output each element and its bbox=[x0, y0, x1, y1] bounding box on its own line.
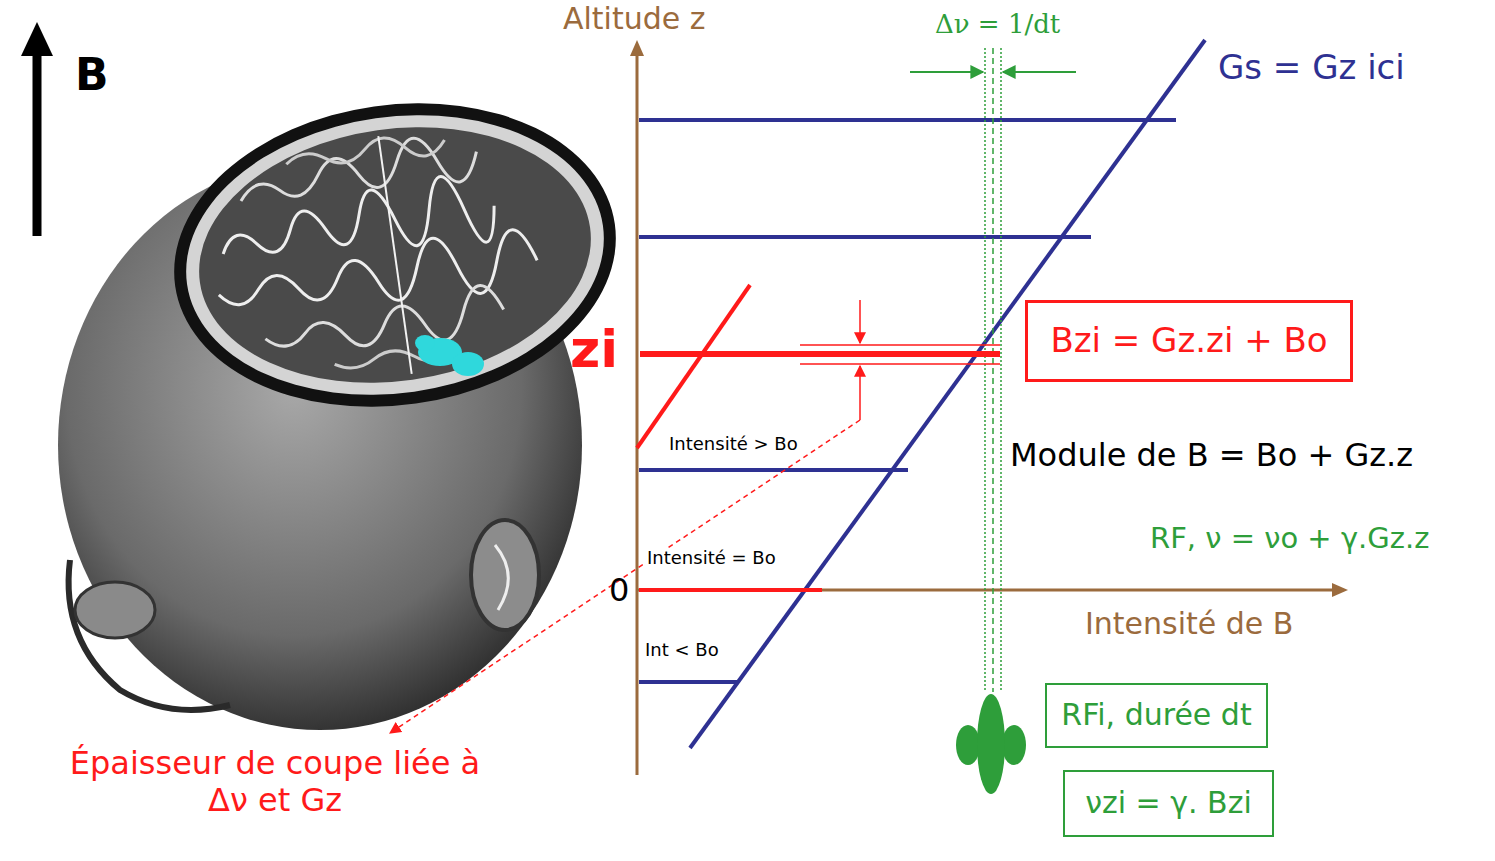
field-equation: Module de B = Bo + Gz.z bbox=[1010, 437, 1413, 474]
bandwidth-label: Δν = 1/dt bbox=[935, 10, 1060, 40]
brain-slice bbox=[154, 76, 635, 435]
box-text: Bzi = Gz.zi + Bo bbox=[1050, 321, 1327, 360]
intensity-note: Intensité > Bo bbox=[667, 434, 800, 455]
thickness-arrow bbox=[859, 300, 861, 343]
bandwidth-arrow bbox=[910, 71, 983, 73]
thickness-arrow bbox=[859, 366, 861, 420]
level-line bbox=[639, 680, 737, 684]
gyri bbox=[285, 130, 447, 176]
level-line bbox=[639, 235, 1091, 239]
gradient-line bbox=[690, 40, 1205, 748]
rf-box: RFi, durée dt bbox=[1045, 683, 1268, 748]
axis-arrowhead bbox=[1332, 583, 1348, 597]
slice-plane bbox=[637, 285, 750, 448]
intensity-note: Int < Bo bbox=[645, 640, 719, 661]
origin-label: 0 bbox=[609, 572, 629, 609]
face-contour bbox=[69, 560, 230, 710]
activation-spot bbox=[415, 335, 435, 351]
intensity-note: Intensité = Bo bbox=[645, 548, 778, 569]
resonance-box: νzi = γ. Bzi bbox=[1063, 770, 1274, 837]
gyri bbox=[215, 224, 540, 329]
bandwidth-arrow bbox=[1003, 71, 1076, 73]
frequency-equation: RF, ν = νo + γ.Gz.z bbox=[1150, 522, 1429, 555]
face-detail bbox=[75, 582, 155, 638]
axis-title: Altitude z bbox=[563, 2, 706, 37]
leader-line bbox=[390, 420, 860, 733]
box-text: RFi, durée dt bbox=[1061, 698, 1251, 733]
z-axis bbox=[636, 54, 639, 775]
brain-tissue bbox=[182, 103, 607, 407]
skull-bone bbox=[168, 89, 622, 421]
band-center bbox=[992, 48, 994, 692]
slice-line bbox=[640, 351, 1000, 357]
thickness-bound bbox=[800, 344, 1000, 346]
ear-shape bbox=[471, 520, 539, 630]
equation-box: Bzi = Gz.zi + Bo bbox=[1025, 300, 1353, 382]
box-text: νzi = γ. Bzi bbox=[1085, 786, 1252, 821]
skull-rim bbox=[154, 76, 635, 435]
field-arrowhead bbox=[21, 22, 53, 56]
gradient-label: Gs = Gz ici bbox=[1218, 48, 1405, 87]
thickness-note: Épaisseur de coupe liée à Δν et Gz bbox=[60, 745, 490, 819]
rf-pulse bbox=[977, 694, 1005, 794]
thickness-bound bbox=[800, 363, 1000, 365]
axis-arrowhead bbox=[630, 40, 644, 56]
fissure bbox=[378, 136, 411, 374]
band-edge bbox=[1000, 48, 1002, 692]
ear-detail bbox=[495, 545, 508, 610]
zero-level-line bbox=[639, 588, 822, 592]
level-line bbox=[639, 118, 1176, 122]
band-edge bbox=[984, 48, 986, 692]
rf-pulse bbox=[956, 725, 980, 765]
activation-spot bbox=[452, 352, 484, 376]
gyri bbox=[236, 130, 481, 213]
axis-title: Intensité de B bbox=[1085, 607, 1293, 642]
field-label: B bbox=[75, 50, 109, 101]
rf-pulse bbox=[1002, 725, 1026, 765]
level-line bbox=[639, 468, 908, 472]
slice-position: zi bbox=[570, 320, 618, 380]
field-arrow bbox=[33, 52, 42, 236]
